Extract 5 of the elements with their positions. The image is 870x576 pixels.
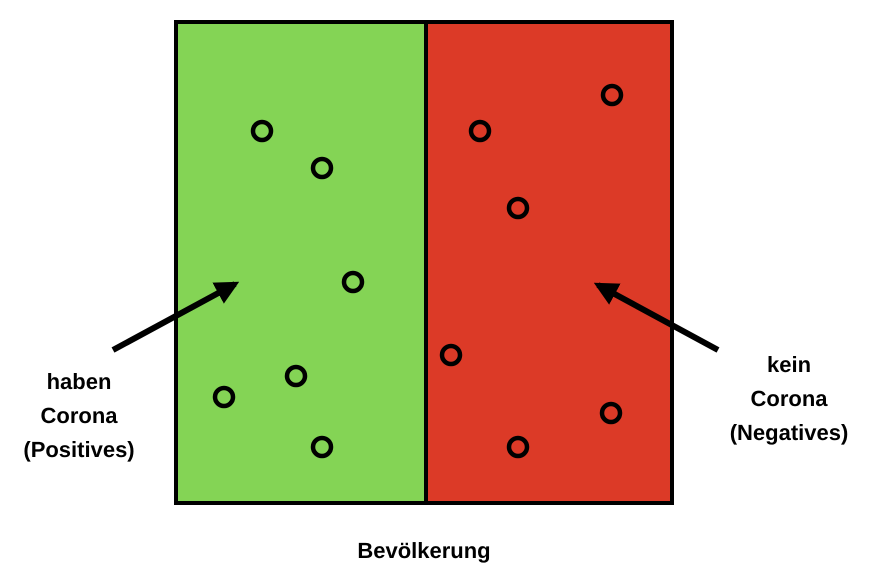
callout-text: haben Corona (Positives) [23, 365, 135, 467]
callout-text: kein Corona (Negatives) [730, 348, 848, 450]
axis-caption: Bevölkerung [357, 538, 491, 564]
arrow [112, 281, 240, 353]
arrow [594, 282, 720, 353]
